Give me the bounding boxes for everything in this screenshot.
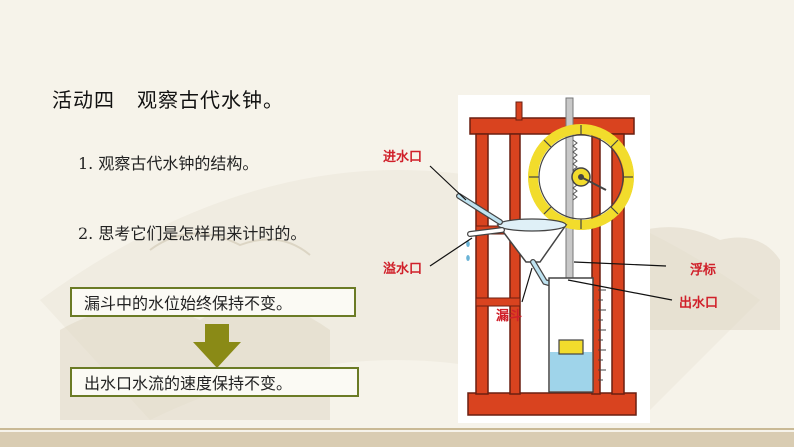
note-box-funnel-level: 漏斗中的水位始终保持不变。 <box>70 287 356 317</box>
step-2: 2. 思考它们是怎样用来计时的。 <box>78 224 307 243</box>
dial-hand <box>580 176 607 191</box>
frame-base <box>467 392 637 416</box>
water <box>550 352 592 391</box>
label-float: 浮标 <box>690 263 717 278</box>
label-inlet: 进水口 <box>383 150 423 165</box>
top-screw <box>515 101 523 121</box>
dial-ticks <box>529 125 633 229</box>
float <box>558 339 584 355</box>
label-funnel: 漏斗 <box>496 309 523 324</box>
footer-line <box>0 428 794 430</box>
activity-number: 活动四 <box>52 88 115 112</box>
activity-title: 活动四观察古代水钟。 <box>52 84 284 113</box>
label-overflow: 溢水口 <box>383 262 423 277</box>
inlet-pipe <box>457 194 502 224</box>
scale-marks <box>598 289 606 381</box>
frame-left-post-outer <box>475 133 489 395</box>
footer-band <box>0 432 794 447</box>
note-box-outlet-speed: 出水口水流的速度保持不变。 <box>70 367 359 397</box>
frame-left-post-inner <box>509 133 521 395</box>
leader-lines <box>429 165 673 303</box>
frame-cross-bar <box>475 297 521 307</box>
activity-topic: 观察古代水钟。 <box>137 88 284 112</box>
frame-top-beam <box>469 117 635 135</box>
overflow-pipe <box>468 228 504 236</box>
step-1: 1. 观察古代水钟的结构。 <box>78 154 259 173</box>
label-outlet: 出水口 <box>679 296 719 311</box>
down-arrow-icon <box>193 324 241 368</box>
